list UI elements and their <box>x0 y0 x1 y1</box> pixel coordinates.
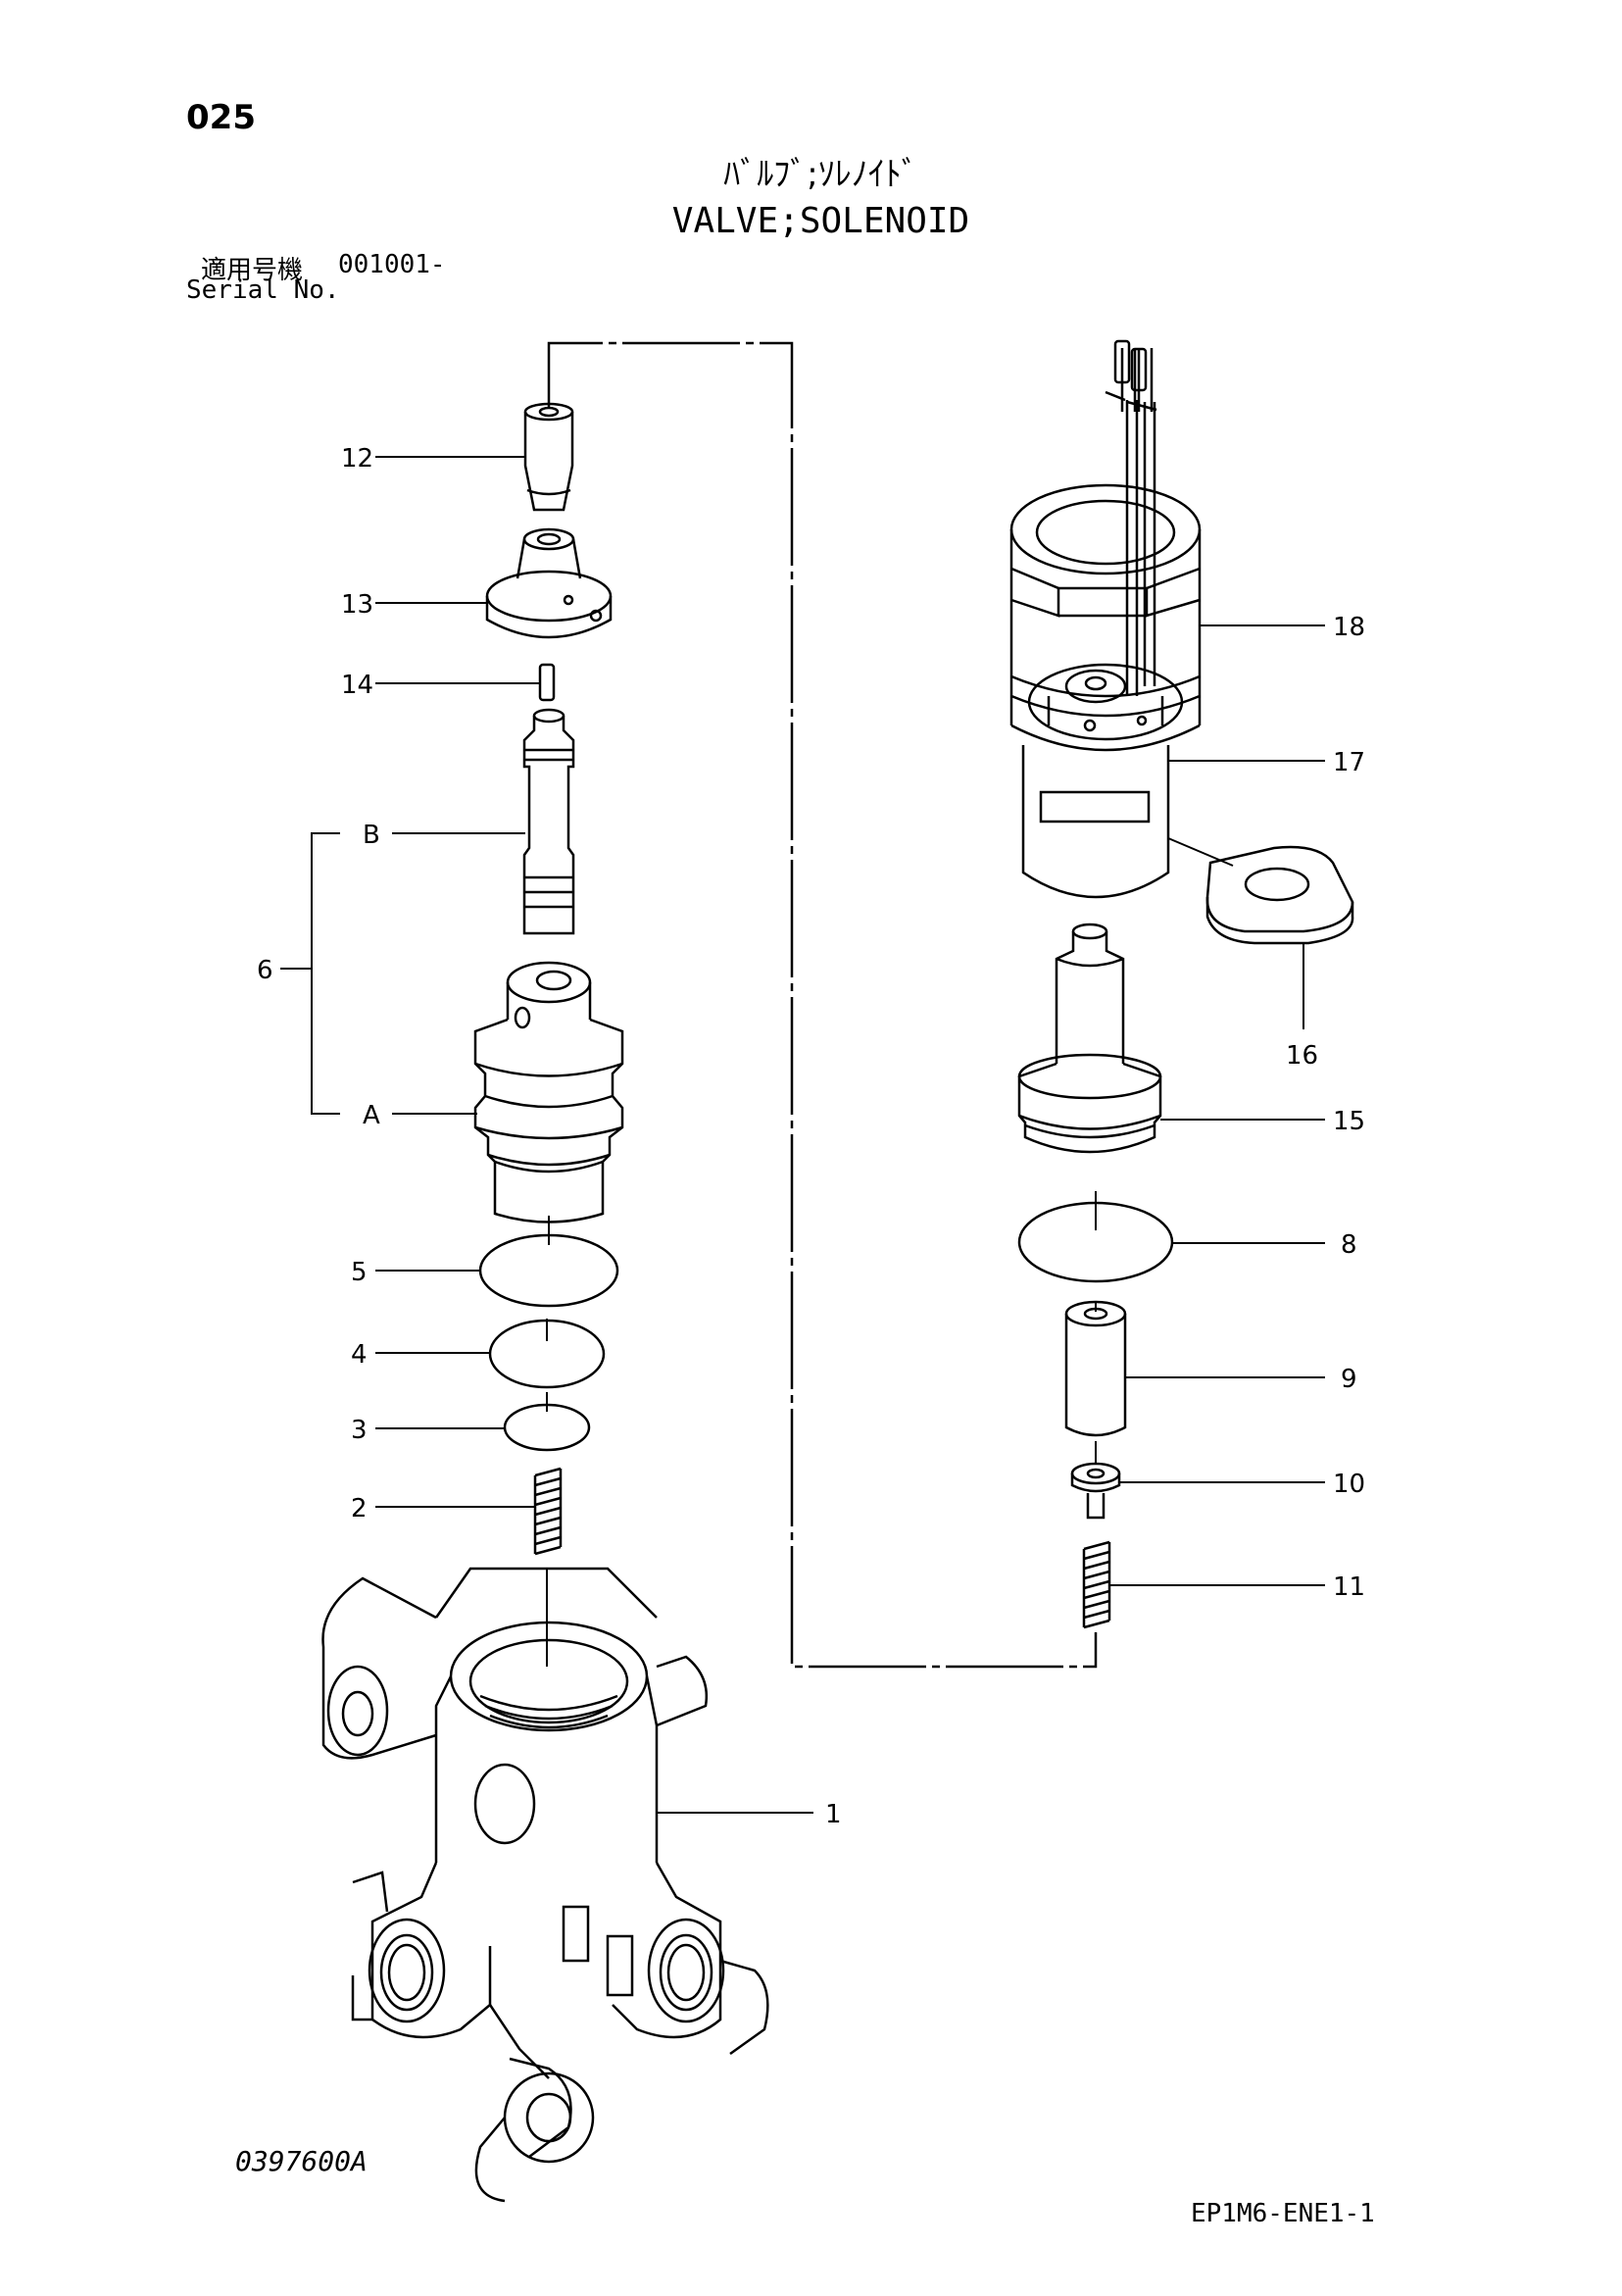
title-english: VALVE;SOLENOID <box>671 201 970 241</box>
callout-1: 1 <box>825 1800 842 1829</box>
callout-13: 13 <box>341 590 373 620</box>
part-10-seat <box>1070 1462 1121 1520</box>
serial-label-japanese: 適用号機 <box>201 256 304 285</box>
callout-14: 14 <box>341 671 373 700</box>
assembly-connector-line <box>547 341 1098 1669</box>
part-13-flange <box>485 527 613 639</box>
part-a-sleeve <box>473 961 624 1223</box>
right-axis-line <box>1095 837 1234 1463</box>
part-15-plunger <box>1017 923 1162 1154</box>
callout-15: 15 <box>1333 1107 1365 1136</box>
callout-17: 17 <box>1333 748 1365 777</box>
part-11-spring <box>1082 1540 1111 1629</box>
serial-number-value: 001001- <box>338 250 446 279</box>
left-leader-lines <box>280 456 813 1814</box>
callout-6: 6 <box>257 956 273 985</box>
right-leader-lines <box>1109 624 1325 1586</box>
part-18-solenoid-coil <box>1009 339 1202 752</box>
callout-18: 18 <box>1333 613 1365 642</box>
title-japanese: ﾊﾞﾙﾌﾞ;ｿﾚﾉｲﾄﾞ <box>723 155 918 194</box>
part-5-o-ring <box>478 1233 619 1308</box>
part-16-washer <box>1205 845 1354 945</box>
callout-9: 9 <box>1341 1365 1357 1394</box>
callout-8: 8 <box>1341 1230 1357 1260</box>
part-14-pin <box>538 663 556 702</box>
part-1-valve-body <box>321 1567 769 2203</box>
left-axis-line <box>546 1216 550 1667</box>
drawing-id: 0397600A <box>235 2145 368 2177</box>
part-9-sleeve <box>1064 1300 1127 1437</box>
callout-11: 11 <box>1333 1572 1365 1602</box>
callout-2: 2 <box>351 1494 368 1523</box>
page-code: EP1M6-ENE1-1 <box>1191 2199 1375 2228</box>
part-12-plug <box>523 402 574 512</box>
callout-3: 3 <box>351 1416 368 1445</box>
page-number: 025 <box>186 98 256 137</box>
callout-16: 16 <box>1286 1041 1318 1071</box>
part-2-spring <box>533 1467 563 1556</box>
part-b-spool <box>522 708 575 935</box>
callout-b: B <box>363 821 380 850</box>
part-17-housing <box>1021 745 1170 899</box>
callout-labels: 12 13 14 B 6 A 5 4 3 2 1 18 17 16 15 8 9… <box>257 444 1365 1829</box>
serial-label-english: Serial No. <box>186 275 340 305</box>
callout-10: 10 <box>1333 1470 1365 1499</box>
callout-4: 4 <box>351 1340 368 1370</box>
callout-12: 12 <box>341 444 373 474</box>
callout-5: 5 <box>351 1258 368 1287</box>
callout-a: A <box>363 1101 380 1130</box>
